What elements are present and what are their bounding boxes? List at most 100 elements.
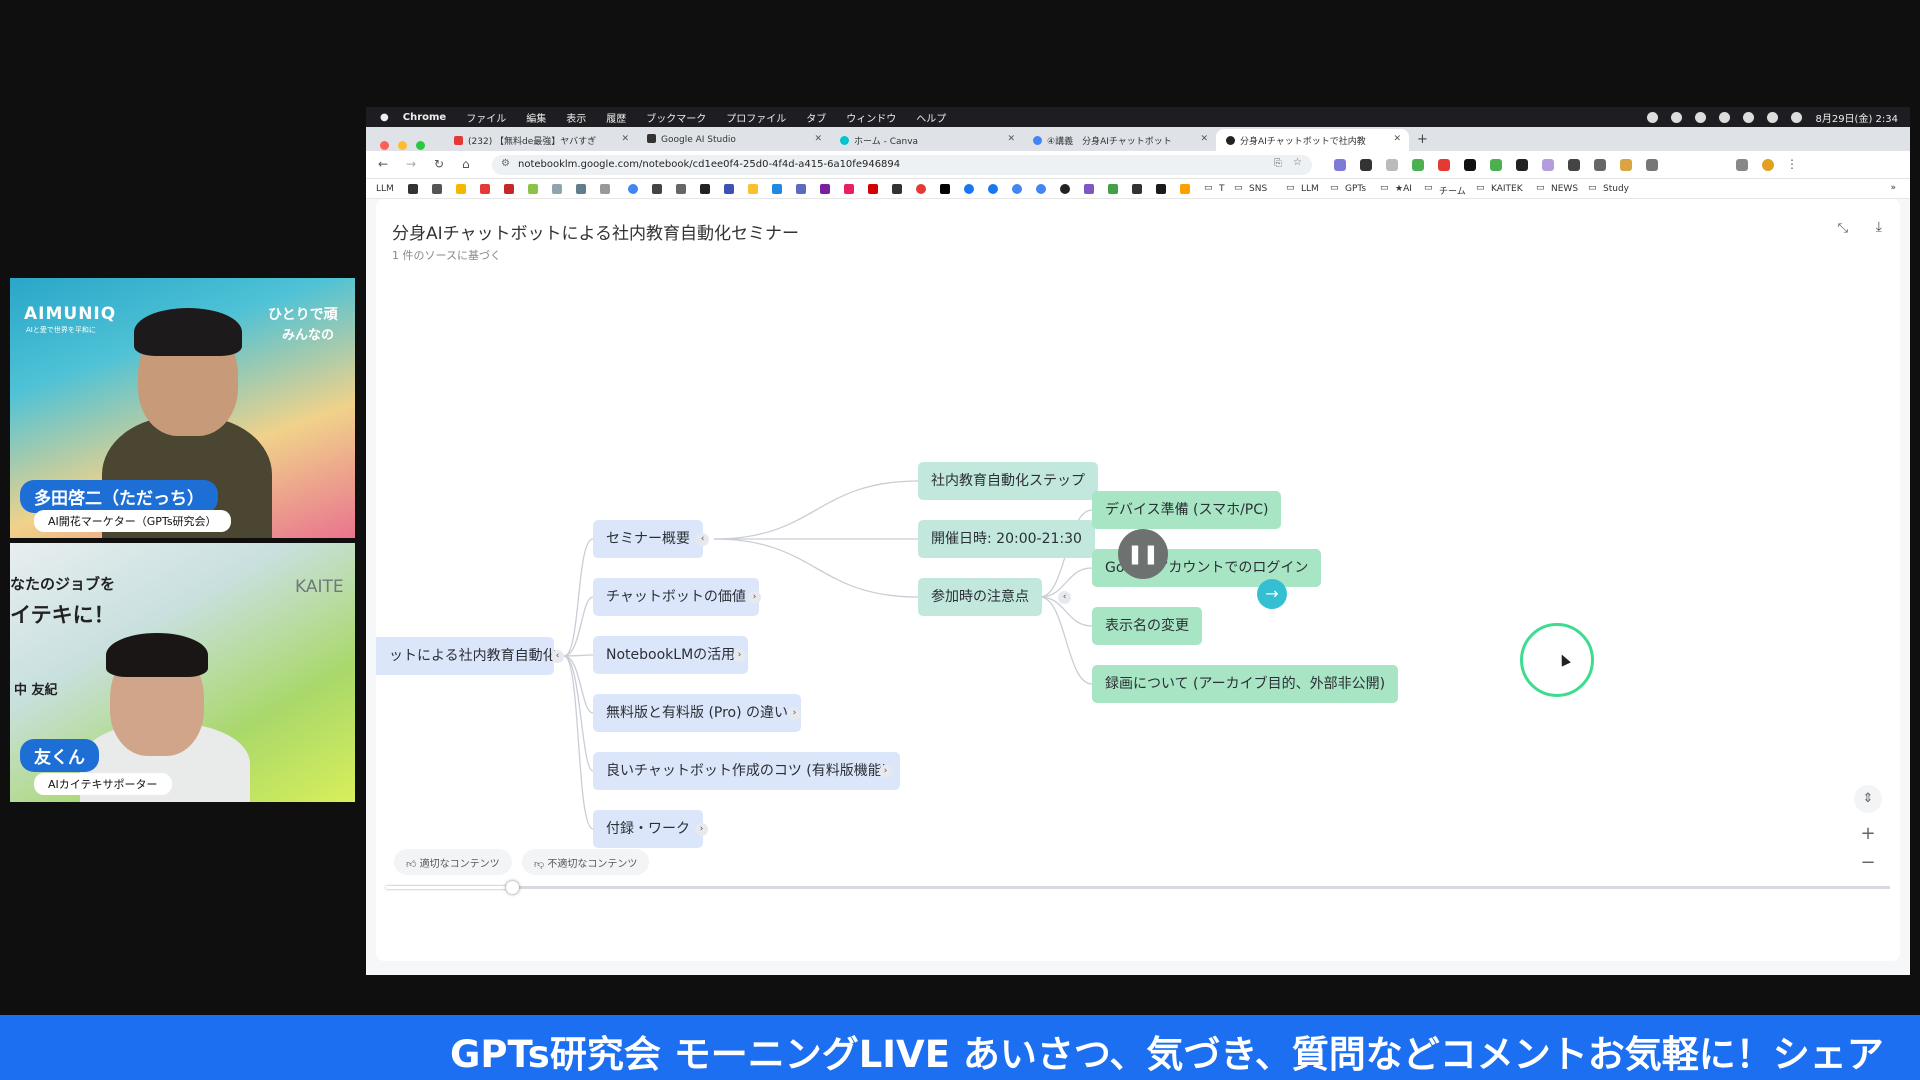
bookmark-icon[interactable]	[576, 184, 586, 194]
menu-profile[interactable]: プロファイル	[726, 113, 787, 125]
tab-youtube[interactable]: (232) 【無料de最強】ヤバすぎ✕	[444, 129, 637, 151]
bookmark-icon[interactable]	[820, 184, 830, 194]
bookmark-icon[interactable]	[1132, 184, 1142, 194]
menu-chrome[interactable]: Chrome	[402, 111, 447, 123]
downloads-icon[interactable]	[1736, 159, 1748, 171]
extension-icon[interactable]	[1646, 159, 1658, 171]
bookmark-icon[interactable]	[456, 184, 466, 194]
bookmark-icon[interactable]	[724, 184, 734, 194]
node-free-vs-pro[interactable]: 無料版と有料版 (Pro) の違い	[593, 694, 802, 732]
close-tab-icon[interactable]: ✕	[1200, 134, 1208, 144]
menu-edit[interactable]: 編集	[526, 113, 547, 125]
tab-notebooklm[interactable]: 分身AIチャットボットで社内教✕	[1216, 129, 1409, 151]
tab-canva[interactable]: ホーム - Canva✕	[830, 129, 1023, 151]
bookmark-icon[interactable]	[1180, 184, 1190, 194]
bookmark-icon[interactable]	[1060, 184, 1070, 194]
download-icon[interactable]: ⤓	[1875, 219, 1882, 235]
node-notebooklm-usage[interactable]: NotebookLMの活用	[593, 636, 749, 674]
node-event-datetime[interactable]: 開催日時: 20:00-21:30	[918, 520, 1095, 558]
bookmark-icon[interactable]	[1036, 184, 1046, 194]
collapse-chevron-icon[interactable]: ‹	[1058, 591, 1071, 604]
url-input[interactable]: ⚙ notebooklm.google.com/notebook/cd1ee0f…	[492, 155, 1312, 175]
bookmark-icon[interactable]	[748, 184, 758, 194]
expand-chevron-icon[interactable]: ›	[733, 649, 746, 662]
bookmark-icon[interactable]	[700, 184, 710, 194]
tray-control-center-icon[interactable]	[1791, 112, 1803, 123]
more-bookmarks-icon[interactable]: »	[1890, 183, 1896, 193]
tray-record-icon[interactable]	[1647, 112, 1659, 123]
tray-wifi-icon[interactable]	[1743, 112, 1755, 123]
collapse-chevron-icon[interactable]: ‹	[696, 533, 709, 546]
facebook-icon[interactable]	[988, 184, 998, 194]
bookmark-icon[interactable]	[408, 184, 418, 194]
bookmark-icon[interactable]	[796, 184, 806, 194]
close-window-icon[interactable]	[380, 141, 389, 150]
close-tab-icon[interactable]: ✕	[1007, 134, 1015, 144]
tray-search-icon[interactable]	[1767, 112, 1779, 123]
bookmark-star-icon[interactable]: ☆	[1293, 157, 1302, 168]
extension-icon[interactable]	[1386, 159, 1398, 171]
bookmark-folder-llm[interactable]: LLM	[1301, 184, 1319, 194]
expand-chevron-icon[interactable]: ›	[879, 765, 892, 778]
minimize-window-icon[interactable]	[398, 141, 408, 150]
expand-chevron-icon[interactable]: ›	[788, 707, 801, 720]
profile-avatar[interactable]	[1762, 159, 1774, 171]
bookmark-icon[interactable]	[1084, 184, 1094, 194]
extension-icon[interactable]	[1490, 159, 1502, 171]
mindmap-root-node[interactable]: ットによる社内教育自動化	[376, 637, 557, 675]
collapse-chevron-icon[interactable]: ‹	[551, 650, 564, 663]
facebook-icon[interactable]	[964, 184, 974, 194]
close-tab-icon[interactable]: ✕	[621, 134, 629, 144]
menu-file[interactable]: ファイル	[466, 113, 507, 125]
bookmark-icon[interactable]	[868, 184, 878, 194]
tray-play-icon[interactable]	[1695, 112, 1707, 123]
new-tab-button[interactable]: +	[1417, 132, 1428, 147]
bookmark-icon[interactable]	[432, 184, 442, 194]
bookmark-folder-ai[interactable]: ★AI	[1395, 184, 1412, 194]
close-tab-icon[interactable]: ✕	[1393, 134, 1401, 144]
bookmark-icon[interactable]	[844, 184, 854, 194]
bookmark-icon[interactable]	[1012, 184, 1022, 194]
extension-icon[interactable]	[1516, 159, 1528, 171]
maximize-window-icon[interactable]	[416, 141, 426, 150]
forward-icon[interactable]: →	[406, 157, 417, 171]
x-icon[interactable]	[940, 184, 950, 194]
node-seminar-overview[interactable]: セミナー概要	[593, 520, 703, 558]
zoom-out-button[interactable]: −	[1860, 852, 1876, 873]
extension-icon[interactable]	[1360, 159, 1372, 171]
node-appendix-work[interactable]: 付録・ワーク	[593, 810, 703, 848]
menu-window[interactable]: ウィンドウ	[846, 113, 897, 125]
extension-icon[interactable]	[1438, 159, 1450, 171]
node-participation-notes[interactable]: 参加時の注意点	[918, 578, 1042, 616]
bookmark-icon[interactable]	[480, 184, 490, 194]
bookmark-folder-team[interactable]: チーム	[1439, 187, 1466, 197]
fit-view-icon[interactable]: ⇕	[1854, 785, 1882, 813]
bookmark-folder-study[interactable]: Study	[1603, 184, 1629, 194]
extension-icon[interactable]	[1594, 159, 1606, 171]
arrow-right-icon[interactable]: →	[1257, 579, 1287, 609]
more-menu-icon[interactable]: ⋮	[1786, 157, 1798, 171]
install-icon[interactable]: ⎘	[1274, 158, 1282, 169]
notion-icon[interactable]	[1464, 159, 1476, 171]
bookmark-icon[interactable]	[916, 184, 926, 194]
bookmark-folder-news[interactable]: NEWS	[1551, 184, 1579, 194]
node-chatbot-tips[interactable]: 良いチャットボット作成のコツ (有料版機能)	[593, 752, 901, 790]
google-bookmark-icon[interactable]	[628, 184, 638, 194]
expand-chevron-icon[interactable]: ›	[695, 823, 708, 836]
extension-icon[interactable]	[1620, 159, 1632, 171]
bookmark-icon[interactable]	[892, 184, 902, 194]
node-chatbot-value[interactable]: チャットボットの価値	[593, 578, 759, 616]
menu-bookmarks[interactable]: ブックマーク	[646, 113, 707, 125]
extension-icon[interactable]	[1412, 159, 1424, 171]
zoom-in-button[interactable]: +	[1860, 823, 1876, 844]
bookmark-icon[interactable]	[652, 184, 662, 194]
node-recording-note[interactable]: 録画について (アーカイブ目的、外部非公開)	[1092, 665, 1399, 703]
playback-progress-bar[interactable]	[386, 881, 1890, 894]
home-icon[interactable]: ⌂	[462, 157, 470, 171]
node-display-name[interactable]: 表示名の変更	[1092, 607, 1202, 645]
bookmark-icon[interactable]	[772, 184, 782, 194]
extension-icon[interactable]	[1334, 159, 1346, 171]
bookmark-icon[interactable]	[528, 184, 538, 194]
tray-app-icon[interactable]	[1671, 112, 1683, 123]
bookmark-folder-kaitek[interactable]: KAITEK	[1491, 184, 1523, 194]
